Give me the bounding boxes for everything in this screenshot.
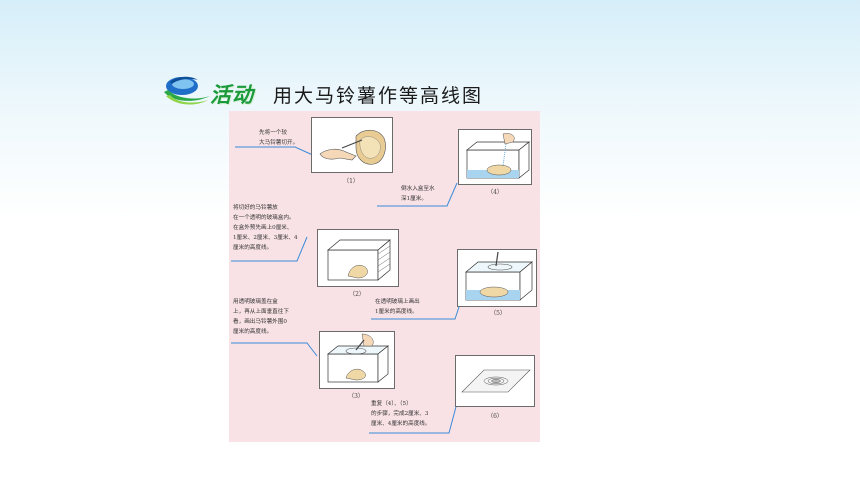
activity-label: 活动 bbox=[210, 82, 254, 107]
figure-panel: 先将一个较 大马铃薯切开。 （1） （4） 倒水入盒至水 深1厘米。 bbox=[229, 111, 540, 442]
step-5-caption: 在透明玻璃上画出 1厘米的高度线。 bbox=[375, 299, 420, 315]
step-3-caption: 用透明玻璃盖在盒 上，再从上面垂直往下 看，画出马铃薯外围0 厘米的高度线。 bbox=[233, 299, 289, 335]
step-2-caption: 将切好的马铃薯放 在一个透明的玻璃盒内。 在盒外预先画上0厘米、 1厘米、2厘米… bbox=[233, 205, 298, 251]
step-5-number: （5） bbox=[490, 310, 506, 317]
step-2-image bbox=[317, 229, 399, 287]
step-1-image bbox=[311, 117, 393, 173]
step-4-image bbox=[458, 129, 532, 185]
step-6-caption: 重复（4）、（5） 的步骤，完成2厘米、3 厘米、4厘米的高度线。 bbox=[371, 401, 431, 427]
step-6-number: （6） bbox=[487, 413, 503, 420]
step-1-caption: 先将一个较 大马铃薯切开。 bbox=[259, 130, 299, 146]
header: 活动 用大马铃薯作等高线图 bbox=[160, 70, 680, 110]
step-3-image bbox=[319, 331, 395, 389]
step-6-image bbox=[455, 355, 535, 407]
step-3-number: （3） bbox=[348, 393, 364, 400]
leader-lines bbox=[231, 146, 464, 434]
swirl-logo-icon bbox=[164, 76, 210, 105]
page-title: 用大马铃薯作等高线图 bbox=[273, 85, 484, 107]
step-2-number: （2） bbox=[349, 291, 365, 298]
step-1-number: （1） bbox=[343, 178, 359, 185]
step-4-caption: 倒水入盒至水 深1厘米。 bbox=[401, 186, 435, 202]
step-4-number: （4） bbox=[487, 189, 503, 196]
step-5-image bbox=[457, 249, 537, 307]
